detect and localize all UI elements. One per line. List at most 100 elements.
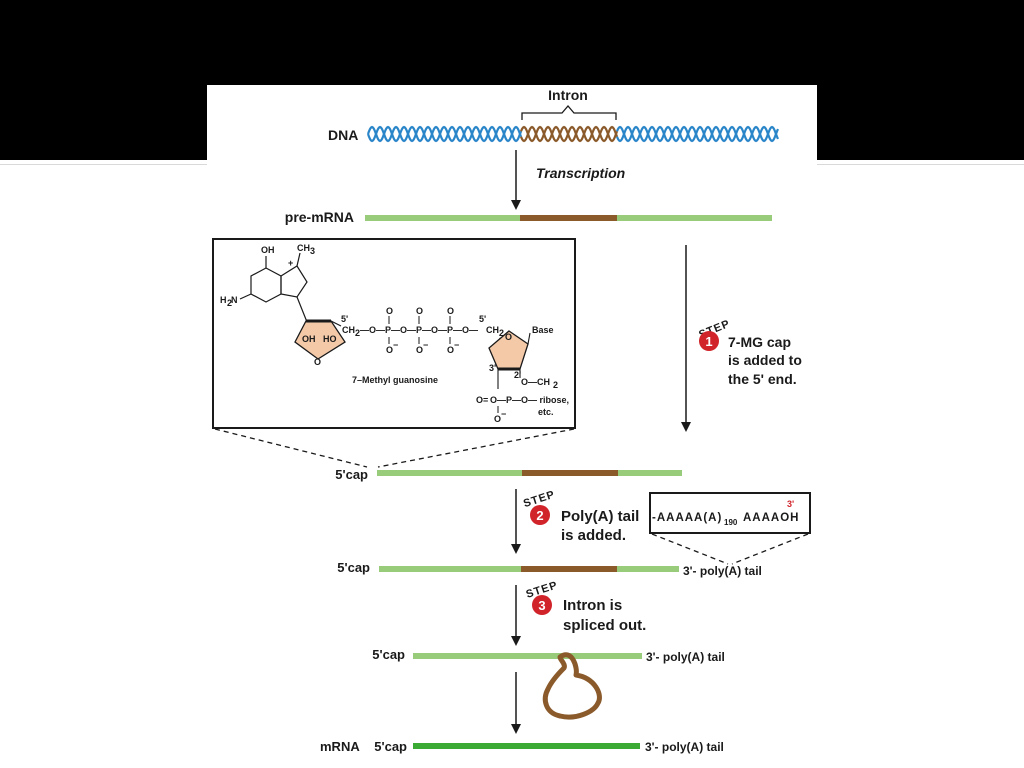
base-bond (527, 332, 531, 345)
dna-strand-exon-left-b (366, 125, 523, 143)
polya-exon-right (617, 566, 679, 572)
phosphate3-o-top: O (447, 306, 454, 316)
step3-badge (532, 595, 552, 615)
phosphate3-minus: − (454, 340, 459, 350)
methyl-ch3-sub: 3 (310, 246, 315, 256)
bottom-o: O (494, 414, 501, 424)
methyl-guanosine-structure: OH CH 3 + H 2 N OH HO O 5' CH 2 —O—P—O—P… (212, 238, 576, 429)
left-ch2: CH (342, 325, 355, 335)
structure-caption: 7–Methyl guanosine (352, 375, 438, 385)
phosphate2-minus: − (423, 340, 428, 350)
intron-label: Intron (548, 87, 588, 103)
right-ch2-sub: 2 (499, 328, 504, 338)
polya-intron (521, 566, 617, 572)
polya-exon-left (379, 566, 521, 572)
step2-badge (530, 505, 550, 525)
pre-mrna-exon-left (365, 215, 520, 221)
right-three-prime: 3' (489, 363, 496, 373)
step1-line3: the 5' end. (728, 371, 797, 387)
pre-mrna-exon-right (617, 215, 772, 221)
right-ch2: CH (486, 325, 499, 335)
methyl-ch3: CH (297, 243, 310, 253)
step3-line2: spliced out. (563, 617, 646, 634)
pre-mrna-strand (365, 215, 772, 221)
step1-number: 1 (705, 334, 712, 349)
base-label: Base (532, 325, 554, 335)
guanine-oh: OH (261, 245, 275, 255)
step1-line2: is added to (728, 352, 802, 368)
guanine-ch3-bond (296, 252, 301, 267)
intron-lariat (542, 652, 602, 720)
transcription-label: Transcription (536, 165, 625, 181)
right-two-prime: 2' (514, 370, 521, 380)
left-ribose-o: O (314, 357, 321, 367)
left-ch2-sub: 2 (355, 328, 360, 338)
amine-h: H (220, 295, 227, 305)
phosphate2-o-top: O (416, 306, 423, 316)
step1-line1: 7-MG cap (728, 334, 791, 350)
right-ribose-o: O (505, 332, 512, 342)
bottom-o-minus: − (501, 409, 506, 419)
zoom-line-left (214, 428, 368, 468)
cap-label-3: 5'cap (372, 647, 405, 662)
guanine-h2n-bond (239, 293, 252, 300)
guanine-five-ring (280, 265, 308, 298)
left-ribose-oh: OH (302, 334, 316, 344)
capped-intron (522, 470, 618, 476)
left-five-prime: 5' (341, 314, 348, 324)
ribose-chain: O—P—O— ribose, (490, 395, 569, 405)
step2-number: 2 (536, 508, 543, 523)
step3-number: 3 (538, 598, 545, 613)
capped-pre-mrna (377, 470, 682, 476)
dna-strand-exon-right-b (615, 125, 780, 143)
phosphate2-o-minus: O (416, 345, 423, 355)
polya-box-frame (649, 492, 811, 534)
cap-label-2: 5'cap (337, 560, 370, 575)
capped-exon-left (377, 470, 522, 476)
amine-h-sub: 2 (227, 298, 232, 308)
mature-mrna-strand (413, 743, 640, 749)
left-ch2-bond (330, 320, 342, 327)
polya-suffix: AAAAOH (743, 512, 799, 524)
cap-label-1: 5'cap (335, 467, 368, 482)
dna-label: DNA (328, 127, 358, 143)
phosphate3-o-minus: O (447, 345, 454, 355)
polya-sequence-box: 3' -AAAAA(A) 190 AAAAOH (649, 492, 811, 534)
intron-bracket (521, 105, 617, 120)
pre-mrna-label: pre-mRNA (285, 209, 354, 225)
step1-badge (699, 331, 719, 351)
tail-label-2: 3'- poly(A) tail (646, 650, 725, 664)
polya-prefix: -AAAAA(A) (652, 512, 722, 524)
bottom-o-double: O= (476, 395, 488, 405)
triphosphate-chain: —O—P—O—P—O—P—O— (360, 325, 478, 335)
structure-frame (212, 238, 576, 429)
phosphate1-o-minus: O (386, 345, 393, 355)
polya-subscript: 190 (724, 518, 738, 527)
polyadenylated-pre-mrna (379, 566, 679, 572)
etc-label: etc. (538, 407, 554, 417)
polya-zoom-left (651, 533, 729, 565)
right-five-prime: 5' (479, 314, 486, 324)
capped-exon-right (618, 470, 682, 476)
o-ch2-group: O—CH (521, 377, 550, 387)
mrna-label: mRNA (320, 739, 360, 754)
cap-label-4: 5'cap (374, 739, 407, 754)
step2-line2: is added. (561, 527, 626, 544)
tail-label-3: 3'- poly(A) tail (645, 740, 724, 754)
o-ch2-sub: 2 (553, 380, 558, 390)
polya-three-prime: 3' (787, 499, 794, 509)
glycosidic-bond (296, 296, 308, 323)
polya-zoom-right (731, 533, 809, 565)
dna-double-helix (366, 125, 780, 143)
step2-line1: Poly(A) tail (561, 508, 639, 525)
phosphate1-minus: − (393, 340, 398, 350)
dna-strand-exon-right-a (615, 125, 780, 143)
left-ribose-ho: HO (323, 334, 337, 344)
dna-strand-intron-a (519, 125, 619, 143)
dna-strand-intron-b (519, 125, 619, 143)
zoom-line-right (377, 428, 575, 468)
phosphate1-o-top: O (386, 306, 393, 316)
step3-line1: Intron is (563, 597, 622, 614)
